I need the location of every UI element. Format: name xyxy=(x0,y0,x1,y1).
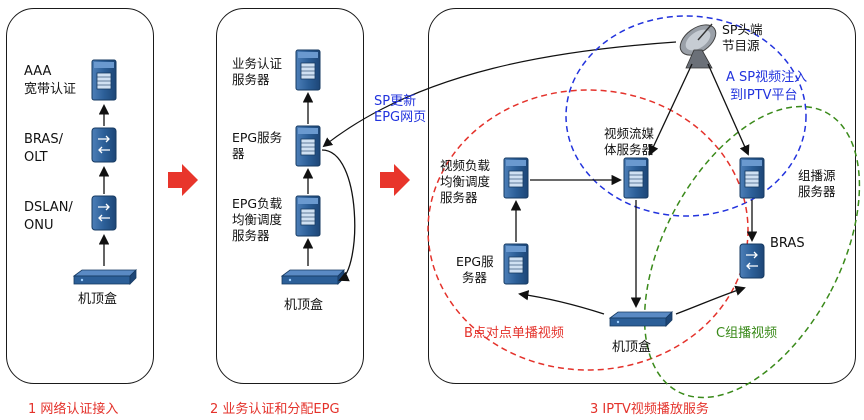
sp-update-label-2: EPG网页 xyxy=(374,110,427,125)
stb-label-3: 机顶盒 xyxy=(612,340,652,355)
aaa-label-2: 宽带认证 xyxy=(24,82,77,97)
auth-server-icon xyxy=(295,49,321,91)
stb-icon-3 xyxy=(609,311,673,327)
epg-lb-server-icon xyxy=(295,195,321,237)
auth-server-label: 业务认证 xyxy=(232,56,283,71)
stream-label-2: 体服务器 xyxy=(604,142,655,157)
epg-server-label-2: 器 xyxy=(232,146,245,161)
satellite-dish-icon xyxy=(679,23,717,69)
dslan-label: DSLAN/ xyxy=(24,200,73,215)
inject-label: A SP视频注入 xyxy=(726,70,808,85)
stream-label: 视频流媒 xyxy=(604,126,655,141)
vod-lb-label: 视频负载 xyxy=(440,158,491,173)
epg3-label: EPG服 xyxy=(456,254,494,269)
dslan-router-icon xyxy=(91,195,117,231)
caption-step-3: 3 IPTV视频播放服务 xyxy=(590,402,709,417)
vod-lb-server-icon xyxy=(503,157,529,199)
sp-head-label: SP头端 xyxy=(722,22,763,37)
epg3-label-2: 务器 xyxy=(462,270,488,285)
stream-server-icon xyxy=(623,157,649,199)
unicast-label: B点对点单播视频 xyxy=(464,326,564,341)
vod-lb-label-3: 服务器 xyxy=(440,190,478,205)
epg-server-icon-3 xyxy=(503,243,529,285)
onu-label: ONU xyxy=(24,218,54,233)
panel-network-access xyxy=(6,8,154,384)
caption-step-2: 2 业务认证和分配EPG xyxy=(210,402,340,417)
inject-label-2: 到IPTV平台 xyxy=(730,88,798,103)
epg-server-icon xyxy=(295,125,321,167)
stb-label-2: 机顶盒 xyxy=(284,298,324,313)
bras-label: BRAS/ xyxy=(24,132,63,147)
panel-epg-auth xyxy=(216,8,364,384)
stb-icon-1 xyxy=(73,269,137,285)
epg-server-label: EPG服务 xyxy=(232,130,283,145)
epg-lb-label: EPG负载 xyxy=(232,196,283,211)
aaa-server-icon xyxy=(91,59,117,101)
step-arrow-2 xyxy=(380,164,410,196)
auth-server-label-2: 服务器 xyxy=(232,72,270,87)
stb-label-1: 机顶盒 xyxy=(78,292,118,307)
multicast-label: C组播视频 xyxy=(716,326,778,341)
caption-step-1: 1 网络认证接入 xyxy=(28,402,119,417)
stb-icon-2 xyxy=(281,269,345,285)
sp-update-label: SP更新 xyxy=(374,94,417,109)
olt-label: OLT xyxy=(24,150,48,165)
bras-router-icon xyxy=(91,127,117,163)
bras-icon-3 xyxy=(739,243,765,279)
step-arrow-1 xyxy=(168,164,198,196)
multicast-server-icon xyxy=(739,157,765,199)
mcast-label: 组播源 xyxy=(798,168,836,183)
vod-lb-label-2: 均衡调度 xyxy=(440,174,491,189)
mcast-label-2: 服务器 xyxy=(798,184,836,199)
epg-lb-label-2: 均衡调度 xyxy=(232,212,283,227)
bras3-label: BRAS xyxy=(770,236,805,251)
aaa-label: AAA xyxy=(24,64,52,79)
sp-head-label-2: 节目源 xyxy=(722,38,760,53)
epg-lb-label-3: 服务器 xyxy=(232,228,270,243)
